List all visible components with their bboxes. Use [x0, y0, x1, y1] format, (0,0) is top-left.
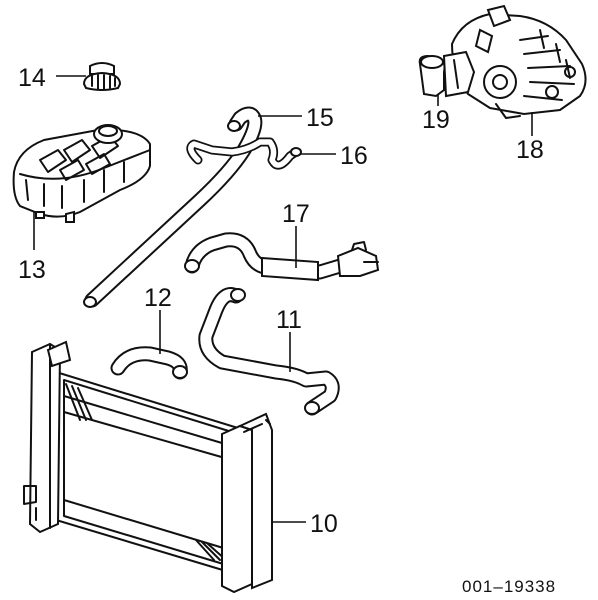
- callout-18: 18: [516, 136, 544, 164]
- hose-17: [184, 232, 380, 282]
- reference-number: 001–19338: [462, 577, 556, 596]
- callout-10: 10: [310, 510, 338, 538]
- coolant-reservoir: [12, 124, 151, 223]
- hose-16: [186, 137, 302, 170]
- callout-12: 12: [144, 284, 172, 312]
- callout-15: 15: [306, 104, 334, 132]
- callout-13: 13: [18, 256, 46, 284]
- leader-lines: [33, 75, 533, 523]
- callout-16: 16: [340, 142, 368, 170]
- hose-11: [198, 287, 340, 416]
- callout-14: 14: [18, 64, 46, 92]
- reservoir-cap: [82, 62, 122, 91]
- water-pump: [450, 4, 587, 119]
- hose-15: [83, 106, 263, 308]
- callout-17: 17: [282, 200, 310, 228]
- thermostat-housing: [418, 50, 476, 98]
- callout-11: 11: [276, 306, 302, 334]
- callout-19: 19: [422, 106, 450, 134]
- radiator: [23, 340, 273, 594]
